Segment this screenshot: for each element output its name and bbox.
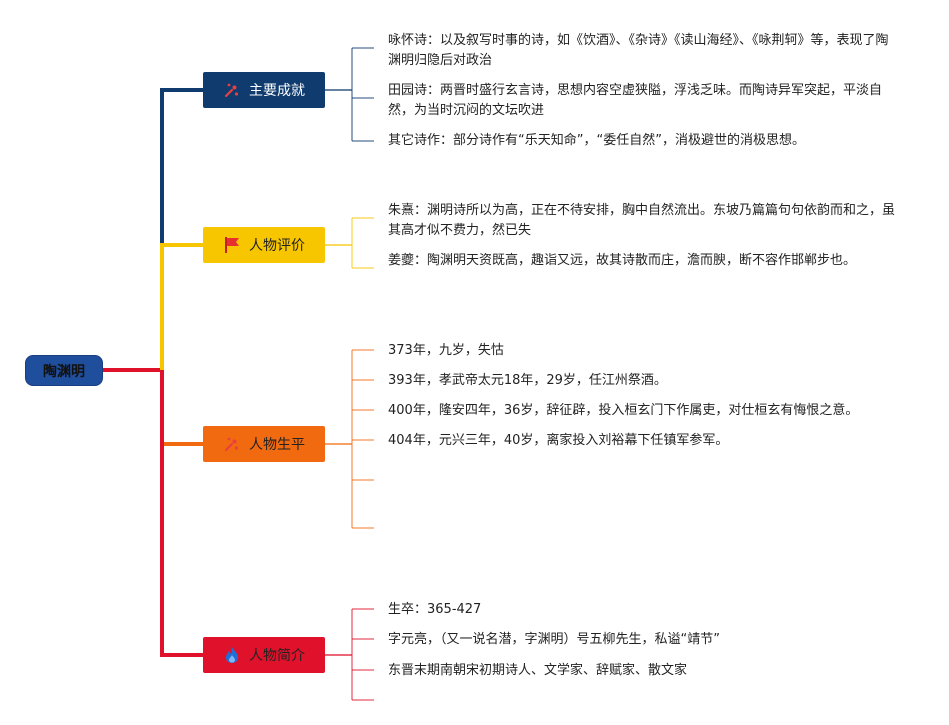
flag-icon bbox=[223, 236, 241, 254]
branch-main-achievements[interactable]: 主要成就 bbox=[203, 72, 325, 108]
leaf-text: 393年，孝武帝太元18年，29岁，任江州祭酒。 bbox=[388, 373, 667, 388]
branch-life[interactable]: 人物生平 bbox=[203, 426, 325, 462]
root-label: 陶渊明 bbox=[43, 363, 85, 380]
branch-connector bbox=[160, 243, 203, 370]
leaf-text: 字元亮，（又一说名潜，字渊明）号五柳先生，私谥“靖节” bbox=[388, 632, 720, 647]
leaf-text: 生卒：365-427 bbox=[388, 602, 482, 617]
branch-label: 人物评价 bbox=[249, 238, 305, 254]
leaf-text: 朱熹：渊明诗所以为高，正在不待安排，胸中自然流出。东坡乃篇篇句句依韵而和之，虽其… bbox=[388, 203, 896, 238]
sparkle-icon bbox=[223, 81, 241, 99]
branch-label: 主要成就 bbox=[249, 83, 305, 99]
branch-label: 人物生平 bbox=[249, 437, 305, 453]
branch-connector bbox=[160, 370, 203, 657]
root-node[interactable]: 陶渊明 bbox=[25, 355, 103, 386]
leaf-text: 咏怀诗：以及叙写时事的诗，如《饮酒》、《杂诗》《读山海经》、《咏荆轲》等，表现了… bbox=[388, 33, 889, 68]
branch-intro[interactable]: 人物简介 bbox=[203, 637, 325, 673]
flame-icon bbox=[223, 646, 241, 664]
leaf-text: 400年，隆安四年，36岁，辞征辟，投入桓玄门下作属吏，对仕桓玄有悔恨之意。 bbox=[388, 403, 859, 418]
branch-connector bbox=[160, 370, 203, 446]
leaf-text: 姜夔：陶渊明天资既高，趣诣又远，故其诗散而庄，澹而腴，断不容作邯郸步也。 bbox=[388, 253, 857, 268]
sparkle-icon bbox=[223, 435, 241, 453]
leaf-text: 田园诗：两晋时盛行玄言诗，思想内容空虚狭隘，浮浅乏味。而陶诗异军突起，平淡自然，… bbox=[388, 83, 883, 118]
leaf-text: 东晋末期南朝宋初期诗人、文学家、辞赋家、散文家 bbox=[388, 663, 688, 678]
leaf-text: 373年，九岁，失怙 bbox=[388, 343, 504, 358]
branch-evaluation[interactable]: 人物评价 bbox=[203, 227, 325, 263]
leaf-text: 其它诗作：部分诗作有“乐天知命”，“委任自然”，消极避世的消极思想。 bbox=[388, 133, 805, 148]
leaf-text: 404年，元兴三年，40岁，离家投入刘裕幕下任镇军参军。 bbox=[388, 433, 729, 448]
branch-connector bbox=[160, 88, 203, 370]
branch-label: 人物简介 bbox=[249, 648, 305, 664]
